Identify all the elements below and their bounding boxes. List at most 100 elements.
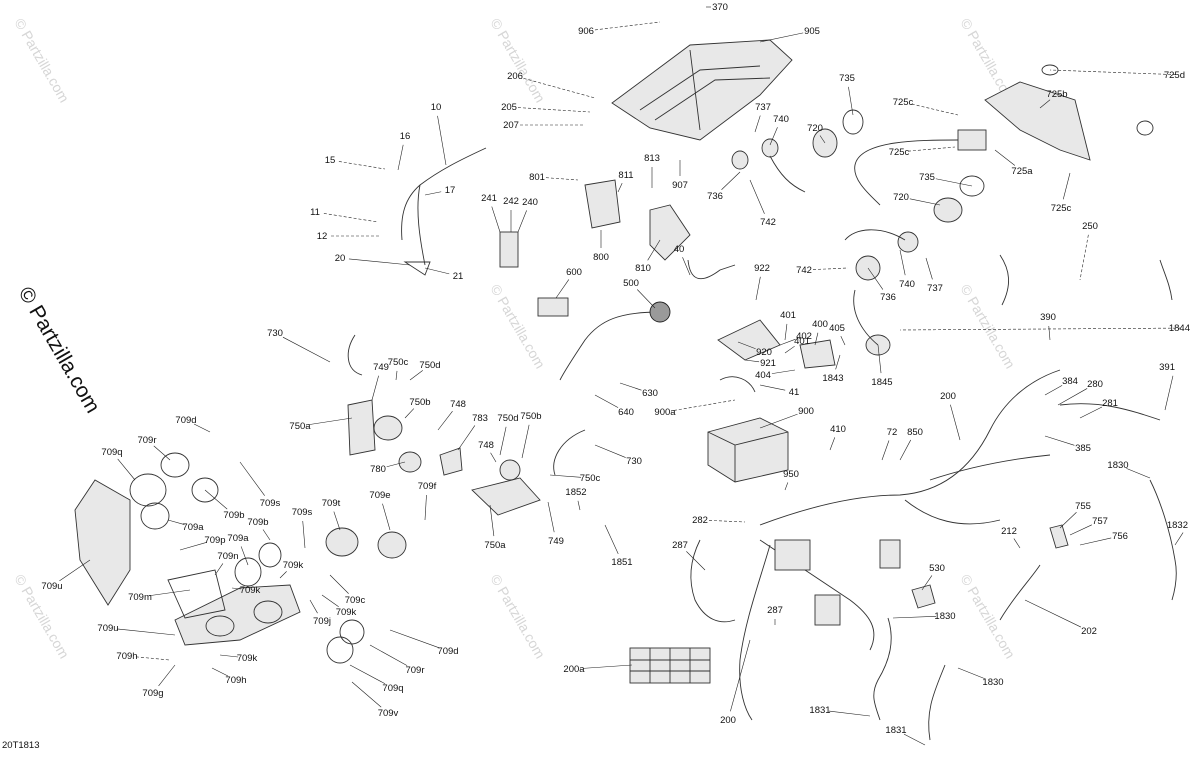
callout-240: 240 bbox=[522, 197, 538, 208]
leader-755 bbox=[1059, 512, 1077, 529]
wire-harness-10 bbox=[401, 147, 487, 241]
leader-287 bbox=[686, 551, 706, 571]
leader-1851 bbox=[604, 524, 619, 554]
callout-400: 400 bbox=[812, 319, 828, 330]
callout-709r: 709r bbox=[405, 665, 424, 676]
callout-280: 280 bbox=[1087, 379, 1103, 390]
callout-242: 242 bbox=[503, 196, 519, 207]
part-drawings bbox=[74, 39, 1177, 741]
leader-1830 bbox=[892, 616, 937, 619]
callout-783: 783 bbox=[472, 413, 488, 424]
leader-725c bbox=[911, 103, 959, 116]
callout-530: 530 bbox=[929, 563, 945, 574]
leader-709h bbox=[135, 656, 171, 661]
callout-750d: 750d bbox=[419, 360, 440, 371]
callout-756: 756 bbox=[1112, 531, 1128, 542]
callout-1830: 1830 bbox=[934, 611, 955, 622]
leader-709b bbox=[204, 489, 228, 510]
leader-801 bbox=[545, 177, 579, 181]
leader-709c bbox=[329, 574, 349, 594]
callout-207: 207 bbox=[503, 120, 519, 131]
leader-750a bbox=[308, 417, 353, 425]
leader-250 bbox=[1079, 234, 1089, 281]
callout-907: 907 bbox=[672, 180, 688, 191]
leader-1844 bbox=[899, 327, 1182, 331]
callout-402: 402 bbox=[796, 331, 812, 342]
leader-750c bbox=[395, 370, 398, 381]
leader-404 bbox=[771, 369, 796, 374]
callout-15: 15 bbox=[325, 155, 336, 166]
leader-709h bbox=[211, 667, 229, 677]
leader-906 bbox=[594, 21, 661, 31]
callout-1832: 1832 bbox=[1167, 520, 1188, 531]
watermark-7: © Partzilla.com bbox=[487, 572, 548, 662]
leader-730 bbox=[594, 444, 626, 458]
battery-900 bbox=[707, 417, 789, 483]
callout-391: 391 bbox=[1159, 362, 1175, 373]
callout-750a: 750a bbox=[289, 421, 311, 432]
callout-600: 600 bbox=[566, 267, 582, 278]
callout-725d: 725d bbox=[1164, 70, 1185, 81]
callout-1843: 1843 bbox=[822, 373, 843, 384]
leader-725c bbox=[1062, 172, 1071, 200]
callout-810: 810 bbox=[635, 263, 651, 274]
leader-749 bbox=[547, 501, 555, 533]
callout-200: 200 bbox=[720, 715, 736, 726]
leader-1830 bbox=[957, 667, 985, 679]
leader-709r bbox=[369, 644, 408, 666]
leader-384 bbox=[1044, 385, 1063, 396]
leader-810 bbox=[647, 239, 661, 261]
leader-709a bbox=[167, 519, 185, 525]
callout-287: 287 bbox=[672, 540, 688, 551]
callout-725b: 725b bbox=[1046, 89, 1067, 100]
callout-630: 630 bbox=[642, 388, 658, 399]
leader-709u bbox=[116, 628, 176, 636]
callout-749: 749 bbox=[548, 536, 564, 547]
callout-709m: 709m bbox=[128, 592, 152, 603]
callout-40: 40 bbox=[674, 244, 685, 255]
callout-281: 281 bbox=[1102, 398, 1118, 409]
leader-11 bbox=[323, 213, 379, 223]
leader-630 bbox=[619, 382, 642, 391]
callout-737: 737 bbox=[755, 102, 771, 113]
leader-740 bbox=[769, 127, 778, 146]
leader-750b bbox=[404, 408, 415, 419]
leader-900 bbox=[759, 413, 798, 429]
leader-17 bbox=[424, 191, 442, 196]
callout-1845: 1845 bbox=[871, 377, 892, 388]
leader-750b bbox=[521, 424, 530, 459]
leader-20 bbox=[348, 258, 411, 266]
callout-709q: 709q bbox=[382, 683, 403, 694]
leader-737 bbox=[754, 115, 761, 133]
callout-735: 735 bbox=[919, 172, 935, 183]
leader-709g bbox=[158, 664, 176, 687]
callout-206: 206 bbox=[507, 71, 523, 82]
leader-850 bbox=[899, 439, 912, 461]
leader-811 bbox=[617, 183, 623, 193]
callout-750d: 750d bbox=[497, 413, 518, 424]
callout-410: 410 bbox=[830, 424, 846, 435]
callout-10: 10 bbox=[431, 102, 442, 113]
callout-750a: 750a bbox=[484, 540, 506, 551]
leader-920 bbox=[737, 341, 756, 350]
leader-709p bbox=[179, 542, 207, 551]
leader-736 bbox=[867, 267, 884, 290]
leader-750d bbox=[409, 370, 423, 381]
callout-401: 401 bbox=[794, 336, 810, 347]
watermark-1: © Partzilla.com bbox=[11, 16, 72, 106]
leader-736 bbox=[721, 171, 741, 190]
leader-750c bbox=[549, 474, 582, 478]
callout-709n: 709n bbox=[217, 551, 238, 562]
callout-1844: 1844 bbox=[1169, 323, 1190, 334]
callout-780: 780 bbox=[370, 464, 386, 475]
leader-500 bbox=[637, 289, 656, 309]
leader-40 bbox=[682, 257, 691, 276]
callout-250: 250 bbox=[1082, 221, 1098, 232]
callout-748: 748 bbox=[478, 440, 494, 451]
callout-1851: 1851 bbox=[611, 557, 632, 568]
callout-757: 757 bbox=[1092, 516, 1108, 527]
callout-709f: 709f bbox=[418, 481, 437, 492]
leader-16 bbox=[397, 144, 404, 171]
watermark-2: © Partzilla.com bbox=[487, 16, 548, 106]
